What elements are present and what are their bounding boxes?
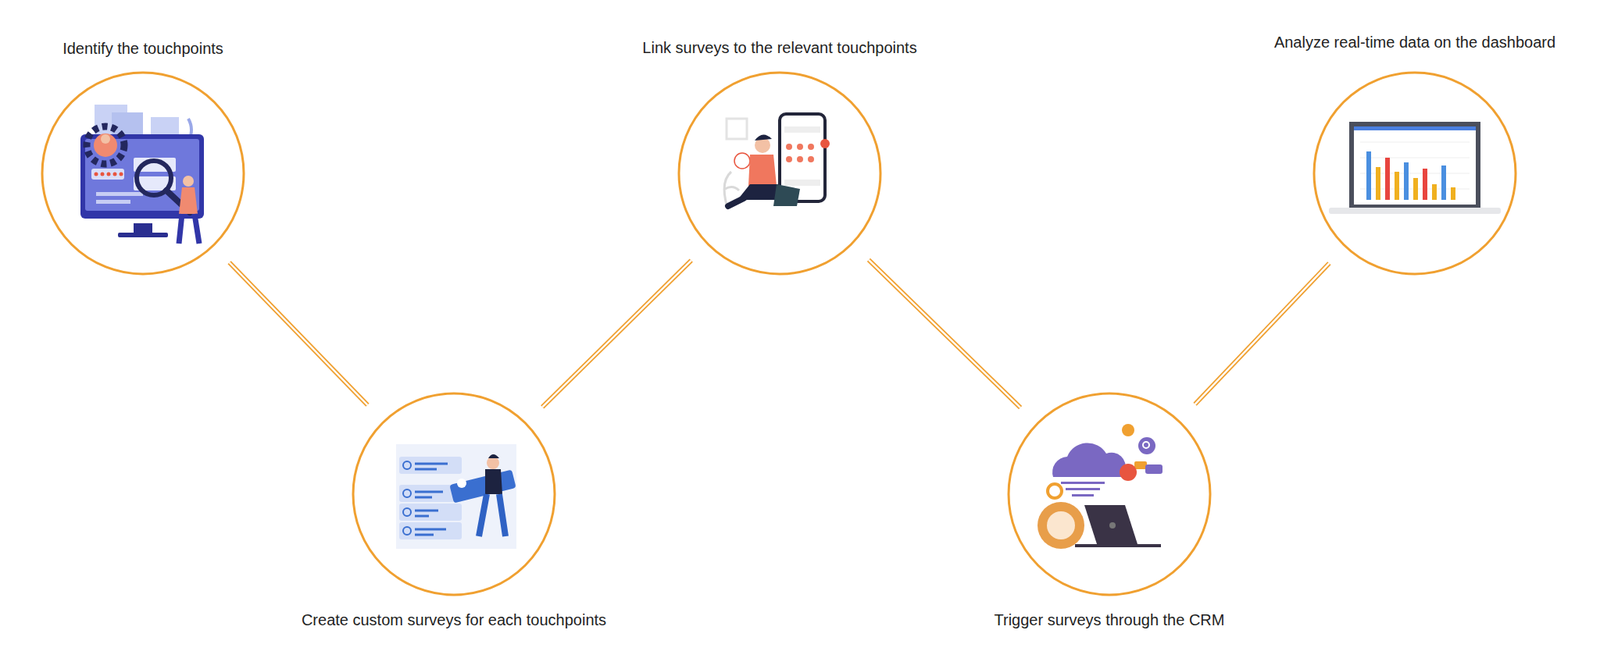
monitor-illustration (80, 104, 204, 244)
step-circle: Create custom surveys for each touchpoin… (351, 392, 557, 597)
step-circle: Trigger surveys through the CRM (1007, 392, 1212, 597)
circle-outline (1007, 392, 1212, 597)
circle-outline (40, 71, 246, 276)
survey-illustration (396, 444, 517, 550)
double-connector (868, 260, 1021, 408)
step-circle: Identify the touchpoints (40, 71, 246, 276)
step-circle: Link surveys to the relevant touchpoints (677, 71, 883, 276)
double-connector (1195, 263, 1330, 405)
step-label: Create custom surveys for each touchpoin… (301, 610, 607, 630)
circle-outline (677, 71, 883, 276)
circle-outline (1312, 71, 1518, 276)
phone-illustration (724, 114, 830, 207)
step-label: Link surveys to the relevant touchpoints (642, 38, 917, 58)
step-label: Trigger surveys through the CRM (994, 610, 1225, 630)
crm-illustration (1037, 424, 1163, 550)
double-connector (542, 260, 692, 408)
dashboard-illustration (1328, 121, 1501, 215)
double-connector (229, 262, 368, 406)
circle-outline (351, 392, 557, 597)
step-circle: Analyze real-time data on the dashboard (1312, 71, 1518, 276)
step-label: Analyze real-time data on the dashboard (1274, 32, 1556, 52)
step-label: Identify the touchpoints (62, 39, 224, 58)
